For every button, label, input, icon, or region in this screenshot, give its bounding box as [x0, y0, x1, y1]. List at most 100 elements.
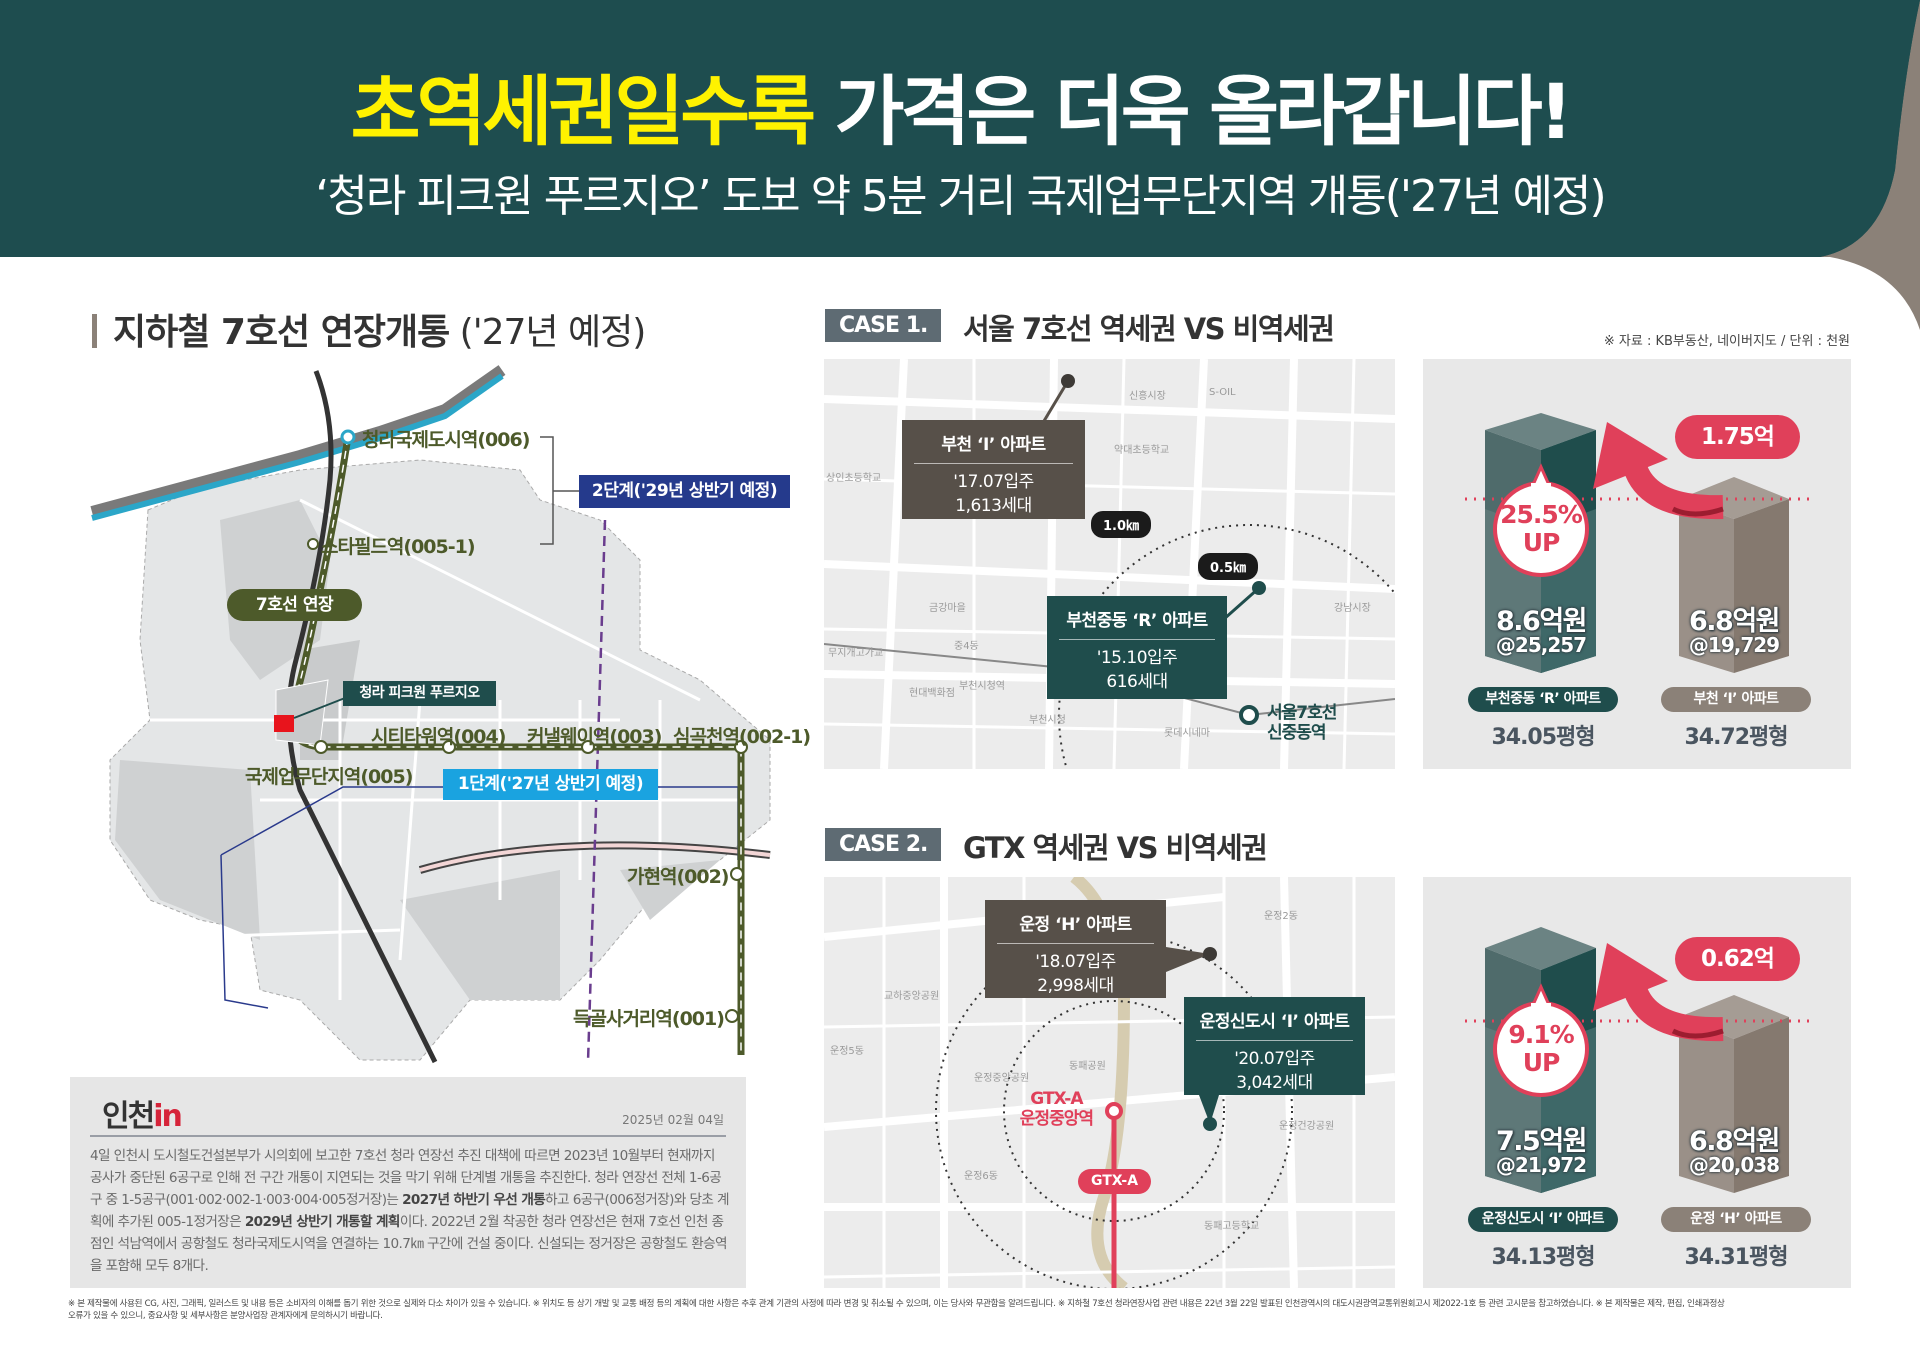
news-text: 4일 인천시 도시철도건설본부가 시의회에 보고한 7호선 청라 연장선 추진 …: [90, 1148, 722, 1208]
distance-05km: 0.5㎞: [1198, 553, 1259, 580]
station-label: 스타필드역(005-1): [321, 536, 476, 558]
case2-price-chart: 0.62억 9.1%UP 7.5억원 @21,972 6.8억원 @20,038…: [1423, 877, 1851, 1288]
station-dot-002-1: [581, 740, 595, 754]
map-label: 롯데시네마: [1164, 728, 1210, 739]
pct-value: 9.1%: [1508, 1020, 1574, 1049]
map-label: 부천시청역: [959, 681, 1005, 692]
station-label: 득골사거리역(001): [573, 1008, 725, 1030]
right-apt-badge: 운정 ‘H’ 아파트: [1661, 1207, 1811, 1232]
district-dark-area: [115, 760, 260, 940]
info-move-in: '17.07입주: [953, 472, 1034, 492]
heading-bold: 지하철 7호선 연장개통: [113, 312, 450, 353]
left-apt-badge: 운정신도시 ‘I’ 아파트: [1468, 1207, 1618, 1232]
right-per-pyeong: @20,038: [1688, 1153, 1780, 1177]
map-label: 동패공원: [1069, 1061, 1106, 1072]
station-label: 서울7호선 신중동역: [1267, 703, 1337, 743]
logo-text: 인천: [102, 1099, 155, 1134]
station-dot-002a: [734, 740, 748, 754]
header-banner: [0, 0, 1920, 257]
apt-r-dot: [1252, 581, 1266, 595]
radius-large: [935, 932, 1293, 1288]
heading-bar: [92, 314, 97, 348]
info-households: 3,042세대: [1236, 1073, 1313, 1093]
info-title: 운정신도시 ‘I’ 아파트: [1196, 997, 1353, 1041]
case1-map: 신흥시장 S-OIL 약대초등학교 금강마을 중4동 부천시청역 현대백화점 부…: [824, 359, 1395, 769]
station-label: 심곡천역(002-1): [673, 726, 811, 748]
gtx-line-pill: GTX-A: [1078, 1169, 1151, 1194]
station-dot-002: [730, 867, 744, 881]
map-label: S-OIL: [1209, 387, 1236, 398]
info-households: 616세대: [1106, 672, 1168, 692]
right-amount: 6.8억원: [1688, 606, 1781, 637]
station-dot-001: [725, 1009, 739, 1023]
info-title: 운정 ‘H’ 아파트: [997, 900, 1154, 944]
left-size: 34.05평형: [1491, 725, 1595, 750]
case2-bars: [1465, 927, 1813, 1193]
news-date: 2025년 02월 04일: [622, 1113, 724, 1127]
map-label: 약대초등학교: [1114, 445, 1170, 456]
info-households: 1,613세대: [955, 496, 1032, 516]
district-dark-area: [620, 860, 720, 920]
case2-title: GTX 역세권 VS 비역세권: [963, 831, 1268, 865]
map-label: 강남시장: [1334, 603, 1371, 614]
station-dot-005-1: [307, 538, 319, 550]
site-marker: [274, 715, 294, 732]
title-rest: 가격은 더욱 올라갑니다!: [812, 67, 1574, 156]
distance-1km: 1.0㎞: [1091, 511, 1152, 538]
river-line: [90, 365, 506, 518]
news-bold: 2027년 하반기 우선 개통: [402, 1192, 546, 1208]
pct-label: UP: [1522, 1048, 1561, 1077]
page-title: 초역세권일수록 가격은 더욱 올라갑니다!: [0, 50, 1920, 160]
news-text: 하고 6공구(006정거장)와 당초 계획에 추가된 005-1정거장은: [90, 1192, 729, 1230]
heading-light: ('27년 예정): [449, 312, 647, 353]
station-name: 신중동역: [1267, 723, 1327, 743]
info-title: 부천 ‘I’ 아파트: [914, 420, 1073, 464]
district-dark-area: [400, 870, 560, 1000]
page-subtitle: ‘청라 피크원 푸르지오’ 도보 약 5분 거리 국제업무단지역 개통('27년…: [315, 171, 1606, 222]
info-title: 부천중동 ‘R’ 아파트: [1059, 596, 1215, 640]
case2-map: 운정5동 운정2동 교하중앙공원 운정중앙공원 동패공원 운정6동 운정건강공원…: [824, 877, 1395, 1288]
left-amount: 8.6억원: [1495, 606, 1588, 637]
station-label: 청라국제도시역(006): [362, 429, 530, 451]
case1-bars: [1465, 413, 1813, 673]
news-clipping: 인천in 2025년 02월 04일 4일 인천시 도시철도건설본부가 시의회에…: [70, 1077, 746, 1288]
right-size: 34.72평형: [1684, 725, 1788, 750]
price-diff-pill: 0.62억: [1675, 937, 1800, 981]
apt-h-dot: [1203, 947, 1217, 961]
map-label: 상인초등학교: [826, 473, 882, 484]
right-size: 34.31평형: [1684, 1245, 1788, 1270]
right-amount: 6.8억원: [1688, 1126, 1781, 1157]
map-label: 현대백화점: [909, 688, 955, 699]
stage2-label: 2단계('29년 상반기 예정): [579, 475, 790, 508]
map-label: 운정2동: [1264, 911, 1298, 922]
apt-h-info-box: 운정 ‘H’ 아파트 '18.07입주 2,998세대: [985, 900, 1166, 998]
case2-tag: CASE 2.: [825, 828, 942, 861]
station-dot-004: [314, 740, 328, 754]
apt-i-info-box: 운정신도시 ‘I’ 아파트 '20.07입주 3,042세대: [1184, 997, 1365, 1095]
news-body: 4일 인천시 도시철도건설본부가 시의회에 보고한 7호선 청라 연장선 추진 …: [90, 1145, 730, 1277]
left-per-pyeong: @25,257: [1495, 633, 1587, 657]
line7-extension-label: 7호선 연장: [227, 589, 362, 621]
map-label: 무지개고가교: [828, 648, 884, 659]
disclaimer-line: ※ 본 제작물에 사용된 CG, 사진, 그래픽, 일러스트 및 내용 등은 소…: [68, 1299, 1725, 1309]
apt-i-dot: [1203, 1117, 1217, 1131]
apt-i-info-box: 부천 ‘I’ 아파트 '17.07입주 1,613세대: [902, 420, 1085, 519]
station-ring: [1239, 705, 1259, 725]
pct-label: UP: [1522, 528, 1561, 557]
left-amount: 7.5억원: [1495, 1126, 1588, 1157]
station-dot-006: [340, 429, 356, 445]
disclaimer: ※ 본 제작물에 사용된 CG, 사진, 그래픽, 일러스트 및 내용 등은 소…: [68, 1298, 1868, 1322]
station-name: 운정중앙역: [1019, 1109, 1094, 1129]
apt-r-info-box: 부천중동 ‘R’ 아파트 '15.10입주 616세대: [1047, 596, 1227, 699]
logo-accent: in: [153, 1099, 183, 1134]
pct-up: 9.1%UP: [1493, 1021, 1589, 1077]
station-label: 시티타워역(004): [371, 726, 506, 748]
price-diff-pill: 1.75억: [1675, 415, 1800, 459]
map-label: 금강마을: [929, 603, 966, 614]
title-highlight: 초역세권일수록: [350, 67, 816, 156]
case1-price-chart: 1.75억 25.5%UP 8.6억원 @25,257 6.8억원 @19,72…: [1423, 359, 1851, 769]
station-line: 서울7호선: [1267, 703, 1337, 723]
stage2-bracket: [540, 436, 579, 545]
apt-i-dot: [1061, 374, 1075, 388]
header-corner-decoration: [1800, 0, 1920, 330]
